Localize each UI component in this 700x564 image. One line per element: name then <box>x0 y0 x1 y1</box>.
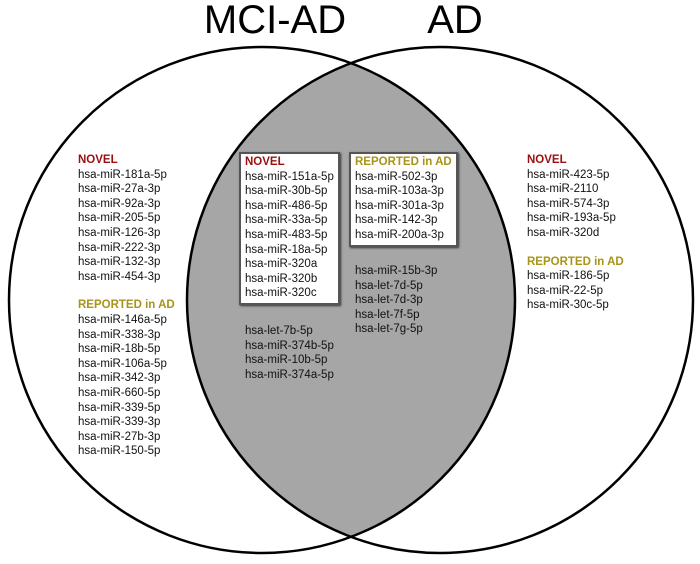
mirna-item: hsa-miR-106a-5p <box>78 357 167 370</box>
mirna-item: hsa-miR-142-3p <box>355 214 438 227</box>
mirna-item: hsa-miR-27a-3p <box>78 183 161 196</box>
mirna-item: hsa-miR-454-3p <box>78 270 161 283</box>
ad-title: AD <box>427 0 483 42</box>
mirna-item: hsa-miR-423-5p <box>527 168 610 181</box>
novel-label: NOVEL <box>245 156 285 168</box>
mirna-item: hsa-miR-92a-3p <box>78 197 161 210</box>
mirna-list: hsa-miR-146a-5p hsa-miR-338-3p hsa-miR-18b… <box>78 313 175 459</box>
mirna-item: hsa-miR-502-3p <box>355 170 438 183</box>
ad-circle <box>185 45 695 555</box>
shared-reported-box: REPORTED in AD hsa-miR-502-3p hsa-miR-103… <box>349 152 458 247</box>
mirna-item: hsa-miR-486-5p <box>245 199 328 212</box>
reported-label: REPORTED in AD <box>527 255 624 268</box>
mirna-item: hsa-miR-374a-5p <box>245 368 334 381</box>
mirna-item: hsa-miR-146a-5p <box>78 313 167 326</box>
mirna-item: hsa-miR-181a-5p <box>78 168 167 181</box>
mirna-item: hsa-let-7d-5p <box>355 279 423 292</box>
mirna-item: hsa-miR-320b <box>245 272 318 285</box>
mirna-list: hsa-miR-15b-3p hsa-let-7d-5p hsa-let-7d-3p… <box>355 264 437 337</box>
mirna-item: hsa-let-7d-3p <box>355 294 423 307</box>
mirna-item: hsa-miR-200a-3p <box>355 228 444 241</box>
novel-label: NOVEL <box>78 154 118 166</box>
mirna-item: hsa-miR-103a-3p <box>355 185 444 198</box>
mirna-item: hsa-let-7g-5p <box>355 323 423 336</box>
mirna-item: hsa-miR-30c-5p <box>527 299 609 312</box>
mirna-item: hsa-miR-132-3p <box>78 256 161 269</box>
mirna-item: hsa-miR-574-3p <box>527 197 610 210</box>
mirna-item: hsa-miR-18a-5p <box>245 243 328 256</box>
novel-label: NOVEL <box>527 154 567 166</box>
mirna-item: hsa-miR-320c <box>245 287 317 300</box>
mirna-item: hsa-miR-660-5p <box>78 386 161 399</box>
mirna-list: hsa-let-7b-5p hsa-miR-374b-5p hsa-miR-10b-… <box>245 324 334 382</box>
mirna-item: hsa-miR-150-5p <box>78 445 161 458</box>
mirna-item: hsa-miR-2110 <box>527 183 599 196</box>
mirna-item: hsa-miR-338-3p <box>78 328 161 341</box>
mirna-item: hsa-miR-10b-5p <box>245 354 328 367</box>
mirna-item: hsa-let-7b-5p <box>245 325 313 337</box>
mirna-item: hsa-let-7f-5p <box>355 308 420 321</box>
mci-ad-title: MCI-AD <box>203 0 347 42</box>
mirna-item: hsa-miR-320a <box>245 258 318 271</box>
mirna-item: hsa-miR-205-5p <box>78 212 161 225</box>
mirna-item: hsa-miR-186-5p <box>527 270 610 283</box>
mirna-item: hsa-miR-339-3p <box>78 416 161 429</box>
mirna-item: hsa-miR-374b-5p <box>245 339 334 352</box>
mirna-item: hsa-miR-301a-3p <box>355 199 444 212</box>
mirna-item: hsa-miR-30b-5p <box>245 185 328 198</box>
shared-other-right: hsa-miR-15b-3p hsa-let-7d-5p hsa-let-7d-3p… <box>355 264 437 337</box>
mirna-item: hsa-miR-151a-5p <box>245 170 334 183</box>
mirna-item: hsa-miR-483-5p <box>245 228 328 241</box>
mirna-item: hsa-miR-342-3p <box>78 372 161 385</box>
mirna-item: hsa-miR-222-3p <box>78 241 161 254</box>
mirna-item: hsa-miR-15b-3p <box>355 265 438 277</box>
mirna-item: hsa-miR-320d <box>527 226 600 239</box>
mirna-item: hsa-miR-27b-3p <box>78 430 161 443</box>
reported-label: REPORTED in AD <box>78 299 175 312</box>
reported-label: REPORTED in AD <box>355 156 452 168</box>
mirna-item: hsa-miR-22-5p <box>527 284 604 297</box>
mirna-item: hsa-miR-339-5p <box>78 401 161 414</box>
mirna-item: hsa-miR-126-3p <box>78 226 161 239</box>
mci-ad-circle <box>7 45 517 555</box>
mirna-item: hsa-miR-18b-5p <box>78 343 161 356</box>
shared-other-left: hsa-let-7b-5p hsa-miR-374b-5p hsa-miR-10b-… <box>245 324 334 382</box>
mirna-item: hsa-miR-33a-5p <box>245 214 328 227</box>
mirna-item: hsa-miR-193a-5p <box>527 212 616 225</box>
